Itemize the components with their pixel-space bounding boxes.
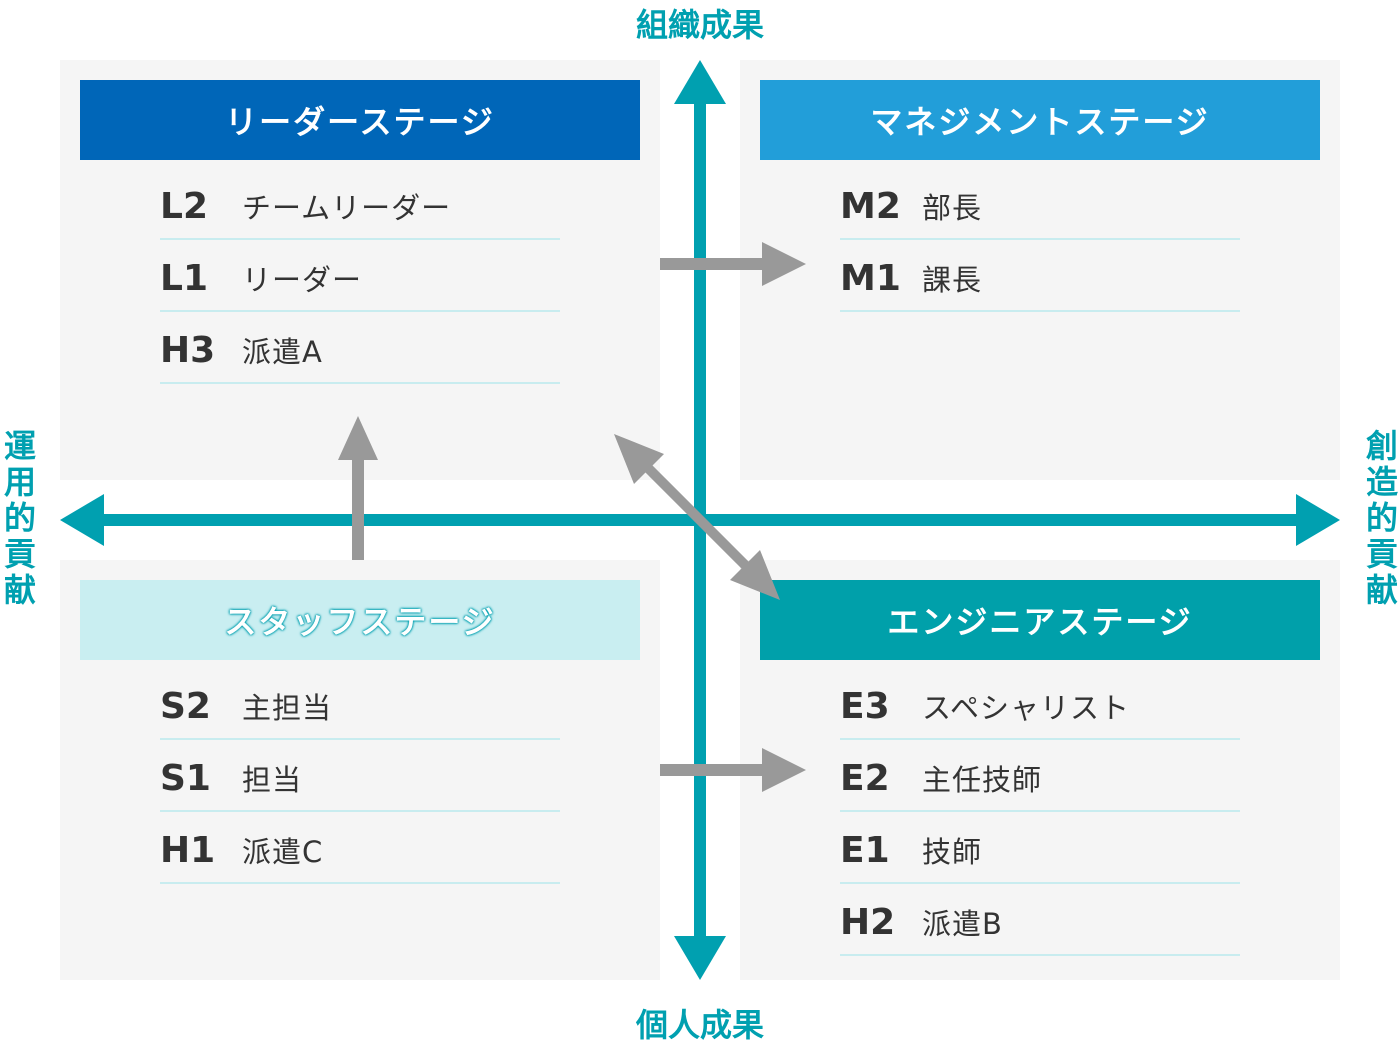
axis-label-organizational-results: 組織成果 [635,6,764,44]
grade-label: スペシャリスト [922,691,1130,725]
grade-label: 主担当 [242,691,333,725]
grade-code: S1 [160,757,211,799]
axis-label-creative-contribution: 創 造 的 貢 献 [1362,428,1400,608]
management-stage-title: マネジメントステージ [760,80,1320,160]
grade-label: リーダー [242,263,363,297]
staff-stage-list: S2 主担当 S1 担当 H1 派遣C [160,670,560,884]
list-item: S2 主担当 [160,670,560,740]
grade-code: L1 [160,257,208,299]
flow-arrow-leader-to-management [660,242,806,286]
axis-label-char: 的 [3,499,36,537]
staff-stage-panel: スタッフステージ S2 主担当 S1 担当 H1 派遣C [60,560,660,980]
list-item: E1 技師 [840,814,1240,884]
grade-code: H3 [160,329,216,371]
engineer-stage-panel: エンジニアステージ E3 スペシャリスト E2 主任技師 E1 技師 H2 派遣… [740,560,1340,980]
grade-label: 部長 [922,191,983,225]
axis-label-char: 献 [3,571,36,609]
grade-code: E2 [840,757,890,799]
axis-label-char: 的 [1365,499,1398,537]
axis-label-char: 運 [3,427,36,465]
flow-arrow-staff-to-engineer [660,748,806,792]
list-item: L1 リーダー [160,242,560,312]
engineer-stage-list: E3 スペシャリスト E2 主任技師 E1 技師 H2 派遣B [840,670,1240,956]
grade-label: 派遣C [242,835,324,869]
axis-label-operational-contribution: 運 用 的 貢 献 [0,428,40,608]
grade-code: M1 [840,257,901,299]
grade-code: E3 [840,685,890,727]
grade-label: 課長 [922,263,983,297]
grade-label: 担当 [242,763,303,797]
grade-label: 派遣B [922,907,1003,941]
grade-label: 技師 [922,835,983,869]
axis-label-char: 貢 [1365,535,1398,573]
axis-label-char: 献 [1365,571,1398,609]
list-item: L2 チームリーダー [160,170,560,240]
list-item: M1 課長 [840,242,1240,312]
management-stage-panel: マネジメントステージ M2 部長 M1 課長 [740,60,1340,480]
engineer-stage-title: エンジニアステージ [760,580,1320,660]
list-item: E2 主任技師 [840,742,1240,812]
axis-label-char: 用 [3,463,36,501]
leader-stage-panel: リーダーステージ L2 チームリーダー L1 リーダー H3 派遣A [60,60,660,480]
axis-label-individual-results: 個人成果 [635,1006,764,1044]
grade-code: L2 [160,185,208,227]
staff-stage-title: スタッフステージ [80,580,640,660]
axis-label-char: 造 [1365,463,1398,501]
leader-stage-list: L2 チームリーダー L1 リーダー H3 派遣A [160,170,560,384]
grade-code: M2 [840,185,901,227]
grade-label: チームリーダー [242,191,452,225]
list-item: S1 担当 [160,742,560,812]
leader-stage-title: リーダーステージ [80,80,640,160]
grade-code: E1 [840,829,890,871]
grade-code: S2 [160,685,211,727]
list-item: M2 部長 [840,170,1240,240]
list-item: H1 派遣C [160,814,560,884]
management-stage-list: M2 部長 M1 課長 [840,170,1240,312]
grade-code: H2 [840,901,896,943]
list-item: H3 派遣A [160,314,560,384]
grade-code: H1 [160,829,216,871]
axis-label-char: 創 [1365,427,1398,465]
flow-arrow-staff-to-leader [338,416,378,560]
grade-label: 主任技師 [922,763,1043,797]
list-item: E3 スペシャリスト [840,670,1240,740]
list-item: H2 派遣B [840,886,1240,956]
axis-label-char: 貢 [3,535,36,573]
grade-label: 派遣A [242,335,323,369]
flow-arrow-leader-engineer [614,434,780,600]
